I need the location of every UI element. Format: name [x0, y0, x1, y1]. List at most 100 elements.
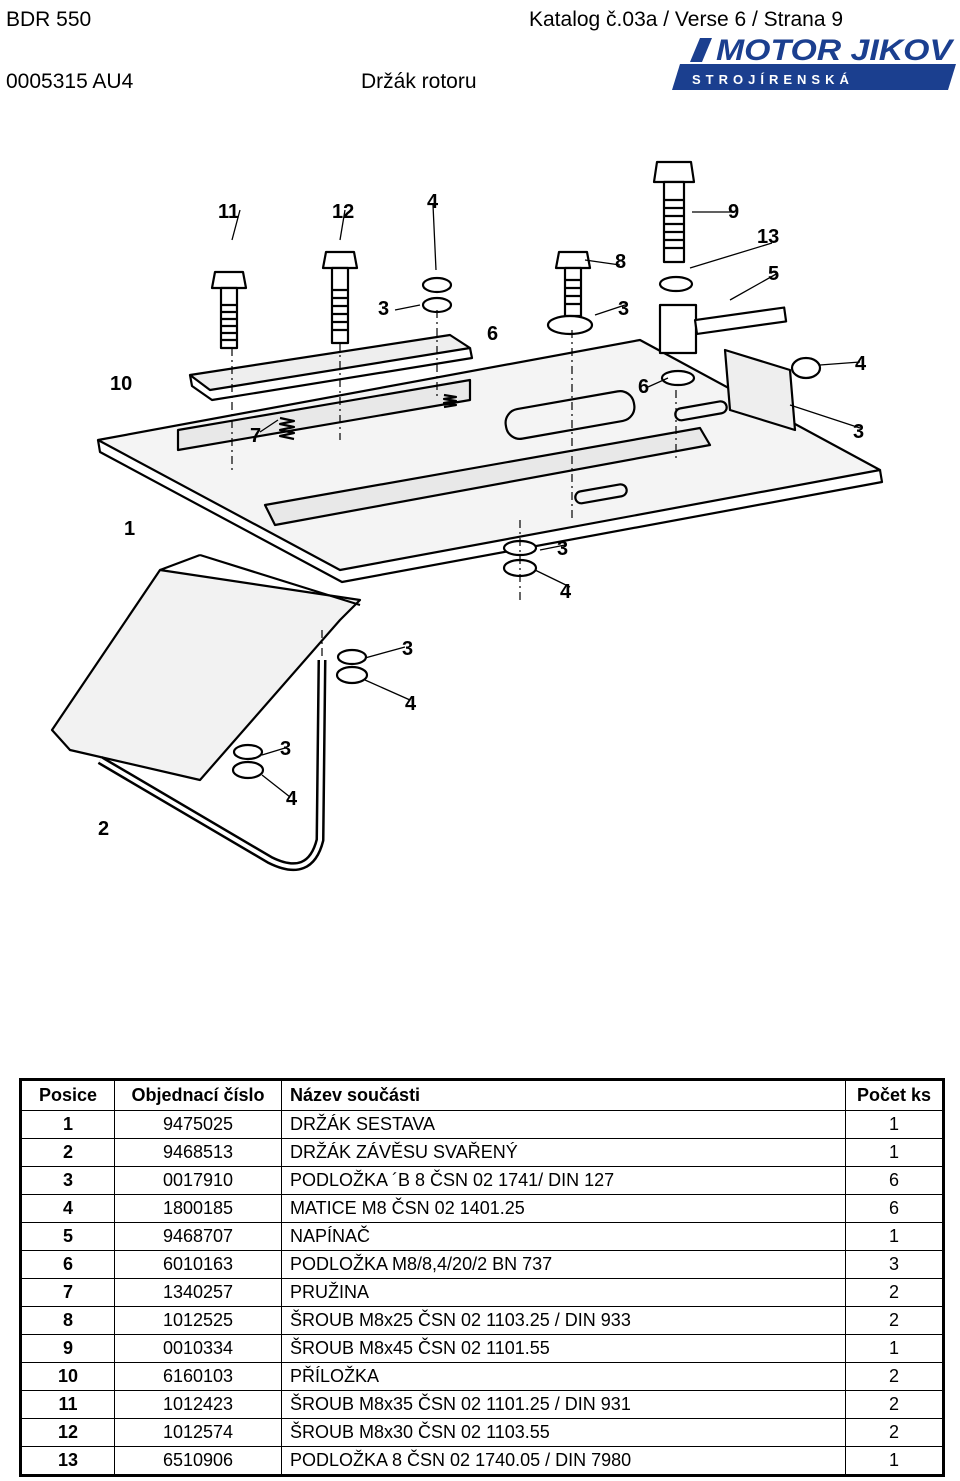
- cell-quantity: 1: [845, 1138, 944, 1167]
- model-name: BDR 550: [6, 8, 92, 31]
- callout-4b: 4: [560, 581, 572, 603]
- cell-position: 5: [20, 1222, 115, 1251]
- header-position: Posice: [20, 1079, 115, 1111]
- bolt-8: [554, 250, 592, 318]
- exploded-assembly-drawing: 11 12 4 3 6 10 7 1 3 4 3 4 2 3 4 8 3 9 1…: [50, 160, 884, 872]
- parts-table: Posice Objednací číslo Název součásti Po…: [19, 1078, 945, 1477]
- bolt-11: [210, 270, 248, 350]
- callout-11: 11: [218, 201, 239, 223]
- bolt-9: [652, 160, 696, 264]
- callout-2: 2: [98, 818, 109, 840]
- callout-4c: 4: [405, 693, 417, 715]
- cell-order-number: 0010334: [114, 1334, 282, 1363]
- cell-position: 11: [20, 1390, 115, 1419]
- cell-order-number: 6160103: [114, 1362, 282, 1391]
- callout-3f: 3: [853, 421, 864, 443]
- cell-quantity: 2: [845, 1390, 944, 1419]
- header-quantity: Počet ks: [845, 1079, 944, 1111]
- cell-part-name: ŠROUB M8x30 ČSN 02 1103.55: [281, 1418, 846, 1447]
- callout-3e: 3: [618, 298, 629, 320]
- cell-part-name: DRŽÁK ZÁVĚSU SVAŘENÝ: [281, 1138, 846, 1167]
- cell-order-number: 6510906: [114, 1446, 282, 1476]
- cell-order-number: 0017910: [114, 1166, 282, 1195]
- callout-10: 10: [110, 373, 132, 395]
- svg-text:STROJÍRENSKÁ: STROJÍRENSKÁ: [692, 72, 854, 87]
- cell-position: 7: [20, 1278, 115, 1307]
- callout-4: 4: [427, 191, 439, 213]
- cell-part-name: MATICE M8 ČSN 02 1401.25: [281, 1194, 846, 1223]
- cell-position: 1: [20, 1110, 115, 1139]
- cell-order-number: 1012525: [114, 1306, 282, 1335]
- callout-8: 8: [615, 251, 626, 273]
- callout-6: 6: [487, 323, 498, 345]
- cell-part-name: PŘÍLOŽKA: [281, 1362, 846, 1391]
- cell-order-number: 9468513: [114, 1138, 282, 1167]
- callout-12: 12: [332, 201, 354, 223]
- cell-quantity: 2: [845, 1278, 944, 1307]
- callout-13: 13: [757, 226, 779, 248]
- cell-quantity: 1: [845, 1446, 944, 1476]
- callout-7: 7: [250, 425, 261, 447]
- cell-quantity: 3: [845, 1250, 944, 1279]
- callout-3b: 3: [557, 538, 568, 560]
- assembly-code: 0005315 AU4: [6, 70, 134, 93]
- cell-position: 2: [20, 1138, 115, 1167]
- catalog-reference: Katalog č.03a / Verse 6 / Strana 9: [529, 8, 844, 31]
- cell-part-name: NAPÍNAČ: [281, 1222, 846, 1251]
- cell-order-number: 1012423: [114, 1390, 282, 1419]
- callout-3c: 3: [402, 638, 413, 660]
- tensioner-block: [658, 303, 698, 355]
- cell-order-number: 1800185: [114, 1194, 282, 1223]
- callout-3: 3: [378, 298, 389, 320]
- cell-position: 3: [20, 1166, 115, 1195]
- cell-part-name: PODLOŽKA 8 ČSN 02 1740.05 / DIN 7980: [281, 1446, 846, 1476]
- cell-quantity: 1: [845, 1334, 944, 1363]
- callout-4d: 4: [286, 788, 298, 810]
- cell-position: 9: [20, 1334, 115, 1363]
- cell-position: 6: [20, 1250, 115, 1279]
- spring: [278, 416, 296, 441]
- cell-order-number: 1012574: [114, 1418, 282, 1447]
- cell-part-name: ŠROUB M8x45 ČSN 02 1101.55: [281, 1334, 846, 1363]
- page-title: Držák rotoru: [361, 70, 477, 93]
- callout-1: 1: [124, 518, 135, 540]
- svg-text:MOTOR JIKOV: MOTOR JIKOV: [716, 34, 955, 67]
- cell-part-name: PODLOŽKA ´B 8 ČSN 02 1741/ DIN 127: [281, 1166, 846, 1195]
- cell-quantity: 1: [845, 1222, 944, 1251]
- callout-3d: 3: [280, 738, 291, 760]
- table-header-row: Posice Objednací číslo Název součásti Po…: [20, 1079, 944, 1111]
- cell-quantity: 1: [845, 1110, 944, 1139]
- cell-quantity: 6: [845, 1194, 944, 1223]
- cell-quantity: 2: [845, 1418, 944, 1447]
- motor-jikov-logo: MOTOR JIKOV STROJÍRENSKÁ: [672, 34, 956, 90]
- cell-position: 4: [20, 1194, 115, 1223]
- cell-position: 10: [20, 1362, 115, 1391]
- cell-order-number: 6010163: [114, 1250, 282, 1279]
- cell-quantity: 6: [845, 1166, 944, 1195]
- cell-part-name: PODLOŽKA M8/8,4/20/2 BN 737: [281, 1250, 846, 1279]
- callout-5: 5: [768, 263, 779, 285]
- header-order-number: Objednací číslo: [114, 1079, 282, 1111]
- cell-order-number: 9475025: [114, 1110, 282, 1139]
- lower-bracket: [50, 568, 362, 782]
- callout-9: 9: [728, 201, 739, 223]
- cell-part-name: ŠROUB M8x25 ČSN 02 1103.25 / DIN 933: [281, 1306, 846, 1335]
- callout-6b: 6: [638, 376, 649, 398]
- tensioner-rod: [693, 306, 788, 336]
- cell-order-number: 1340257: [114, 1278, 282, 1307]
- cell-part-name: PRUŽINA: [281, 1278, 846, 1307]
- header-part-name: Název součásti: [281, 1079, 846, 1111]
- callout-4e: 4: [855, 353, 867, 375]
